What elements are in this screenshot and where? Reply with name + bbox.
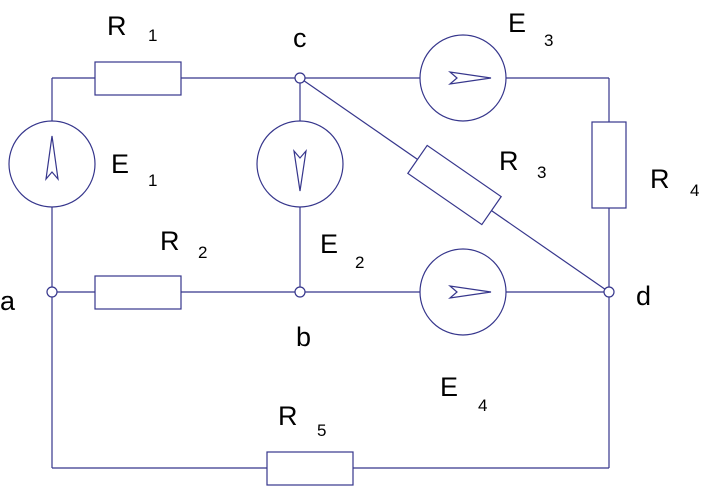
node-b <box>294 286 306 298</box>
resistor-r5 <box>266 451 354 486</box>
resistor-r3 <box>406 144 503 226</box>
node-a <box>46 286 58 298</box>
source-e4 <box>419 248 507 336</box>
e2-index: 2 <box>355 253 364 272</box>
e2-letter: E <box>320 229 338 259</box>
r3-letter: R <box>499 146 519 176</box>
arrow-right-icon <box>448 285 492 299</box>
e4-index: 4 <box>478 396 487 415</box>
r2-letter: R <box>160 226 180 256</box>
e3-index: 3 <box>544 31 553 50</box>
node-label-b: b <box>296 322 311 352</box>
arrow-up-icon <box>45 135 59 181</box>
source-e3 <box>419 34 507 122</box>
resistor-r1 <box>94 61 182 96</box>
r3-index: 3 <box>537 163 546 182</box>
node-label-c: c <box>293 23 307 53</box>
e4-letter: E <box>440 372 458 402</box>
r5-letter: R <box>278 401 298 431</box>
resistor-r4 <box>591 121 627 209</box>
arrow-down-icon <box>293 149 307 192</box>
r1-index: 1 <box>148 26 157 45</box>
node-label-d: d <box>636 281 651 311</box>
r4-index: 4 <box>690 181 699 200</box>
e3-letter: E <box>508 8 526 38</box>
source-e1 <box>8 120 96 208</box>
node-c <box>294 72 306 84</box>
r5-index: 5 <box>317 421 326 440</box>
r1-letter: R <box>107 11 127 41</box>
e1-index: 1 <box>148 171 157 190</box>
e1-letter: E <box>111 149 129 179</box>
arrow-right-icon <box>448 71 492 85</box>
resistor-r2 <box>94 275 182 310</box>
r4-letter: R <box>650 164 670 194</box>
r2-index: 2 <box>198 243 207 262</box>
node-label-a: a <box>0 286 16 316</box>
node-d <box>603 286 615 298</box>
source-e2 <box>256 120 344 208</box>
